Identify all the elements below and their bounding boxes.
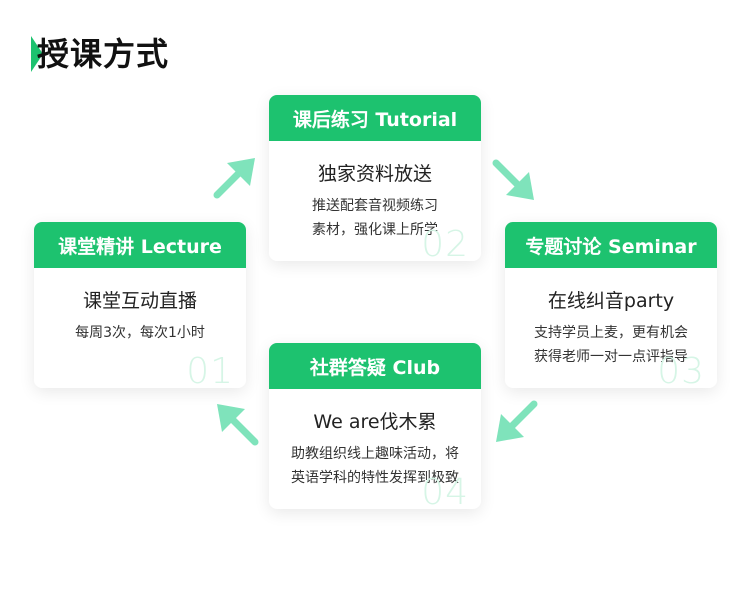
card-subtitle: 独家资料放送	[317, 163, 432, 185]
card-number: 04	[421, 472, 469, 510]
card-club: 社群答疑 Club We are伐木累 助教组织线上趣味活动，将 英语学科的特性…	[269, 343, 481, 509]
card-description-line: 获得老师一对一点评指导	[534, 349, 688, 365]
page-title: 授课方式	[37, 35, 170, 73]
card-number: 01	[186, 351, 234, 389]
card-description-line: 助教组织线上趣味活动，将	[291, 446, 459, 462]
section-title: 授课方式	[31, 34, 168, 74]
card-description: 每周3次，每次1小时	[34, 321, 246, 345]
arrow-up-right-icon	[213, 158, 255, 199]
card-description: 推送配套音视频练习 素材，强化课上所学	[269, 194, 481, 242]
arrow-down-left-icon	[496, 400, 538, 442]
card-subtitle: 课堂互动直播	[82, 290, 197, 312]
card-header: 社群答疑 Club	[269, 343, 481, 389]
card-header: 专题讨论 Seminar	[505, 222, 717, 268]
card-tutorial: 课后练习 Tutorial 独家资料放送 推送配套音视频练习 素材，强化课上所学…	[269, 95, 481, 261]
card-number: 03	[657, 351, 705, 389]
arrow-up-left-icon	[217, 404, 259, 446]
card-description: 支持学员上麦，更有机会 获得老师一对一点评指导	[505, 321, 717, 369]
card-header: 课后练习 Tutorial	[269, 95, 481, 141]
card-description-line: 推送配套音视频练习	[312, 198, 438, 214]
title-marker-icon	[31, 36, 43, 72]
card-number: 02	[421, 224, 469, 262]
card-description-line: 素材，强化课上所学	[312, 222, 438, 238]
card-lecture: 课堂精讲 Lecture 课堂互动直播 每周3次，每次1小时 01	[34, 222, 246, 388]
card-seminar: 专题讨论 Seminar 在线纠音party 支持学员上麦，更有机会 获得老师一…	[505, 222, 717, 388]
card-description-line: 英语学科的特性发挥到极致	[291, 470, 459, 486]
card-subtitle: 在线纠音party	[547, 290, 675, 312]
card-description-line: 支持学员上麦，更有机会	[534, 325, 688, 341]
card-header: 课堂精讲 Lecture	[34, 222, 246, 268]
card-description: 助教组织线上趣味活动，将 英语学科的特性发挥到极致	[269, 442, 481, 490]
arrow-down-right-icon	[492, 159, 534, 200]
card-subtitle: We are伐木累	[313, 411, 437, 433]
card-description-line: 每周3次，每次1小时	[75, 325, 205, 341]
